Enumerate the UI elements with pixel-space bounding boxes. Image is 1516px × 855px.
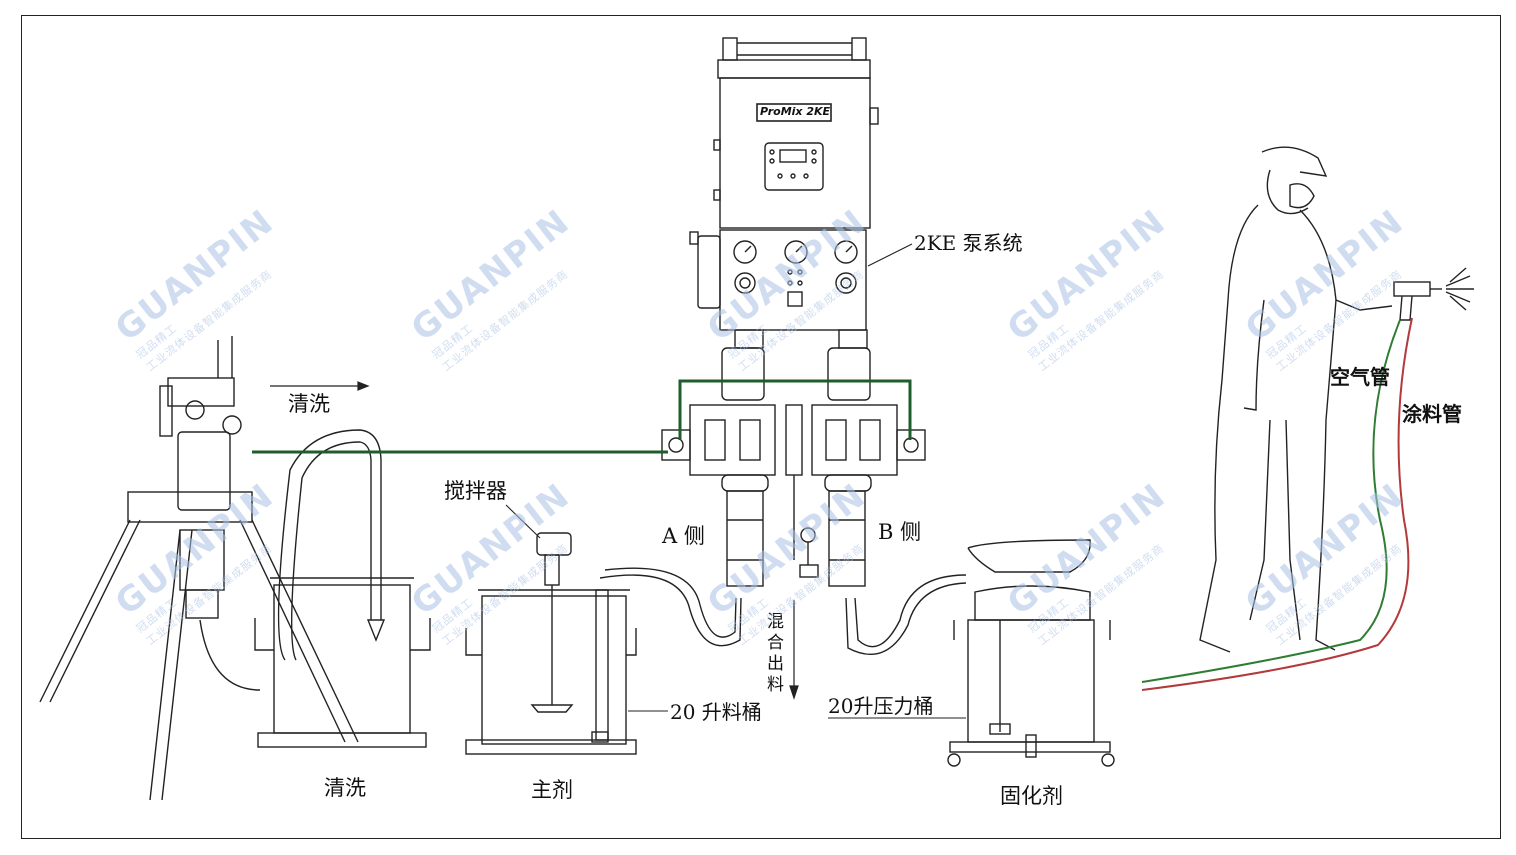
diagram-frame: [21, 15, 1501, 839]
pump-gauge-panel: [689, 229, 867, 331]
agitator-leader: [505, 504, 541, 539]
brand-plate: ProMix 2KE: [760, 105, 831, 118]
air-hose-label: 空气管: [1330, 365, 1390, 389]
fluid-hose: [1141, 317, 1413, 691]
curing-agent-label: 固化剂: [1000, 784, 1063, 808]
side-a-label: A 侧: [662, 524, 705, 548]
hopper-suction-hose: [599, 567, 742, 647]
fluid-hose-label: 涂料管: [1402, 402, 1462, 426]
flush-arrow: [270, 381, 370, 391]
flush-bucket: [254, 577, 431, 748]
flush-hose: [277, 429, 386, 661]
main-agent-hopper: [465, 532, 637, 755]
main-agent-label: 主剂: [531, 778, 573, 802]
mix-output-arrow: [789, 600, 799, 700]
pressure-pot: [947, 539, 1115, 767]
pump-a: [689, 329, 776, 587]
pump-controller-cabinet: [713, 37, 879, 229]
hopper-label: 20 升料桶: [670, 700, 762, 724]
flush-arrow-label: 清洗: [288, 392, 330, 416]
flush-pump: [39, 336, 359, 801]
mix-output-label: 混合出料: [763, 612, 783, 696]
side-b-label: B 侧: [878, 520, 922, 544]
flush-supply-line: [252, 379, 912, 454]
mixing-manifold: [661, 404, 926, 578]
air-hose: [1141, 319, 1401, 683]
operator-figure: [1199, 146, 1393, 653]
spray-gun: [1393, 267, 1474, 321]
pump-system-label: 2KE 泵系统: [914, 231, 1023, 255]
agitator-label: 搅拌器: [444, 479, 507, 503]
pump-system-leader: [867, 243, 913, 267]
flush-label: 清洗: [324, 776, 366, 800]
pot-fluid-hose: [845, 574, 967, 656]
pressure-pot-label: 20升压力桶: [828, 694, 934, 718]
